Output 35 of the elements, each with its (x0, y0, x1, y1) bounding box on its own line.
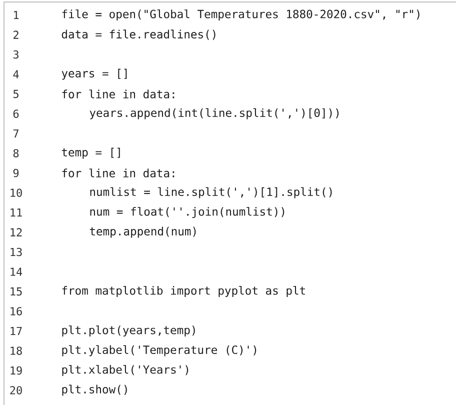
code-line: from matplotlib import pyplot as plt (62, 286, 305, 297)
code-line: years = [] (62, 68, 127, 80)
line-number: 13 (10, 248, 22, 256)
line-number: 5 (13, 90, 18, 98)
line-number: 2 (14, 30, 18, 39)
code-line: plt.plot(years,temp) (62, 326, 195, 336)
line-number: 1 (14, 11, 19, 19)
code-line: num = float(''.join(numlist)) (90, 207, 284, 218)
line-number: 4 (13, 70, 19, 78)
line-number: 10 (10, 188, 22, 197)
line-number: 16 (10, 307, 22, 316)
line-number: 14 (10, 268, 22, 276)
code-line: data = file.readlines() (62, 30, 216, 40)
line-number: 3 (13, 50, 18, 59)
line-number: 12 (10, 228, 22, 236)
line-number: 6 (13, 110, 19, 118)
line-number: 17 (10, 326, 22, 335)
code-line: numlist = line.split(',')[1].split() (90, 187, 332, 198)
code-line: temp = [] (62, 148, 120, 159)
code-line: years.append(int(line.split(',')[0])) (90, 108, 339, 120)
line-number: 9 (13, 168, 19, 178)
line-number: 19 (10, 366, 22, 375)
code-line: plt.xlabel('Years') (62, 365, 188, 376)
code-line: for line in data: (62, 168, 174, 178)
line-number: 20 (10, 386, 22, 394)
code-line: temp.append(num) (90, 226, 196, 238)
line-number: 7 (13, 130, 18, 138)
code-line: plt.ylabel('Temperature (C)') (62, 345, 256, 356)
line-number: 8 (13, 149, 19, 158)
line-number: 15 (10, 287, 22, 296)
line-number: 18 (10, 346, 22, 355)
code-line: for line in data: (62, 90, 174, 98)
code-line: file = open("Global Temperatures 1880-2020.csv", "r") (62, 10, 420, 20)
line-number: 11 (10, 208, 22, 216)
code-line: plt.show() (62, 384, 127, 396)
